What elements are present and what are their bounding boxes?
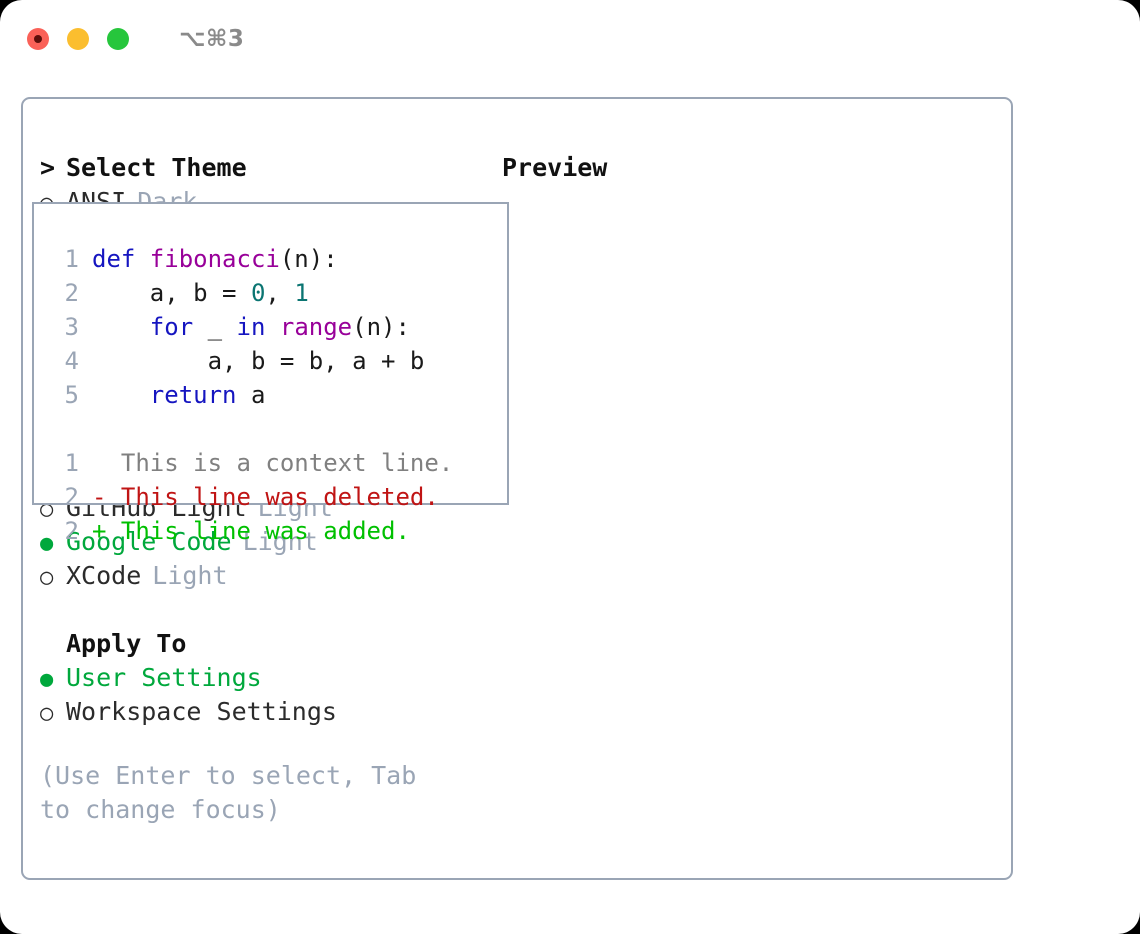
keyboard-hint: (Use Enter to select, Tab to change focu… [40, 761, 417, 824]
minimize-button[interactable] [67, 28, 89, 50]
apply-to-list: ● User Settings ○ Workspace Settings [40, 661, 470, 729]
apply-to-option[interactable]: ○ Workspace Settings [40, 695, 470, 729]
code-token: (n): [352, 313, 410, 341]
code-token: for [149, 313, 194, 341]
code-token: a, b = b, a + b [92, 347, 425, 375]
code-token: a, b = [92, 279, 251, 307]
code-token: (n): [279, 245, 338, 273]
radio-unselected-icon: ○ [40, 701, 54, 726]
preview-title: Preview [502, 153, 608, 182]
diff-line: 2 + This line was added. [49, 514, 453, 548]
code-token: def [92, 245, 150, 273]
apply-to-option[interactable]: ● User Settings [40, 661, 470, 695]
code-line-text: return a [92, 378, 266, 412]
diff-line: 2- This line was deleted. [49, 480, 453, 514]
line-number: 1 [64, 245, 79, 273]
title-bar: ⌥⌘3 [0, 0, 1140, 78]
code-token: return [149, 381, 237, 409]
code-token [92, 381, 150, 409]
select-theme-heading: > Select Theme [40, 151, 470, 185]
code-token: in [236, 313, 266, 341]
diff-marker: - [92, 483, 121, 511]
code-token: , [265, 279, 295, 307]
code-token [92, 313, 150, 341]
apply-to-heading: ○ Apply To [40, 627, 470, 661]
line-number: 2 [64, 483, 79, 511]
heading-indent: ○ [40, 629, 66, 663]
code-line: 3 for _ in range(n): [49, 310, 453, 344]
main-panel: > Select Theme ○ANSIDark○Atom OneDark○Ay… [21, 97, 1013, 880]
line-number: 1 [64, 449, 79, 477]
code-line: 2 a, b = 0, 1 [49, 276, 453, 310]
code-diff-spacer [49, 412, 453, 446]
code-token: fibonacci [149, 245, 280, 273]
diff-marker: + [92, 517, 121, 545]
line-number: 2 [64, 517, 79, 545]
code-line-text: a, b = b, a + b [92, 344, 425, 378]
diff-marker [92, 446, 121, 480]
code-line: 1 def fibonacci(n): [49, 242, 453, 276]
line-number: 5 [64, 381, 79, 409]
diff-line: 1 This is a context line. [49, 446, 454, 480]
radio-selected-icon: ● [40, 667, 54, 692]
diff-line-text: This is a context line. [120, 449, 454, 477]
apply-to-option-name: User Settings [66, 663, 262, 692]
radio-selected-icon: ● [40, 531, 54, 556]
theme-option-kind: Light [242, 527, 318, 556]
code-token: 0 [250, 279, 266, 307]
theme-option-name: XCode [66, 561, 142, 590]
theme-option-kind: Light [152, 561, 228, 590]
theme-option[interactable]: ○ XCode Light [40, 559, 470, 593]
keyboard-shortcut-label: ⌥⌘3 [179, 26, 245, 52]
window-controls [27, 28, 129, 50]
radio-unselected-icon: ○ [40, 565, 54, 590]
preview-pane: Preview [502, 151, 992, 185]
code-token [265, 313, 279, 341]
code-line-text: def fibonacci(n): [92, 242, 338, 276]
zoom-button[interactable] [107, 28, 129, 50]
select-theme-label: Select Theme [66, 153, 247, 182]
section-spacer [40, 593, 470, 627]
line-number: 4 [64, 347, 79, 375]
theme-option[interactable]: ● Google Code Light [40, 525, 470, 559]
code-line-text: for _ in range(n): [92, 310, 410, 344]
code-token: a [236, 381, 266, 409]
code-token: 1 [294, 279, 309, 307]
code-token: range [279, 313, 353, 341]
diff-line-text: This line was added. [120, 517, 410, 545]
apply-to-option-name: Workspace Settings [66, 697, 337, 726]
diff-line-text: This line was deleted. [120, 483, 439, 511]
caret-icon: > [40, 153, 56, 182]
code-token: _ [193, 313, 237, 341]
code-line-text: a, b = 0, 1 [92, 276, 309, 310]
code-line: 5 return a [49, 378, 453, 412]
diff-block: 1 This is a context line.2- This line wa… [49, 446, 454, 548]
theme-option-name: Google Code [66, 527, 232, 556]
line-number: 2 [64, 279, 79, 307]
close-button[interactable] [27, 28, 49, 50]
code-line: 4 a, b = b, a + b [49, 344, 453, 378]
line-number: 3 [64, 313, 79, 341]
apply-to-label: Apply To [66, 629, 187, 658]
